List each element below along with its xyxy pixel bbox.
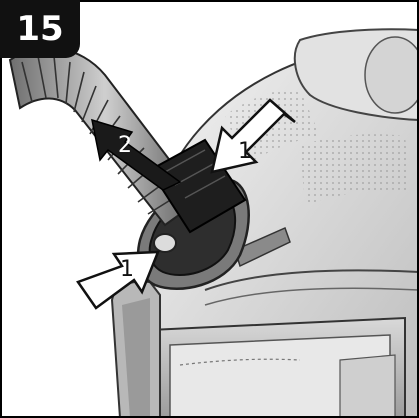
callout-release-button-bottom: 1	[120, 257, 134, 282]
step-number-badge: 15	[0, 0, 80, 58]
callout-release-button-top: 1	[238, 139, 252, 164]
callout-pull-direction: 2	[118, 133, 132, 158]
press-arrow-top	[210, 98, 296, 174]
dust-container	[149, 316, 406, 418]
press-arrow-bottom	[76, 250, 160, 310]
carry-handle	[110, 280, 161, 418]
pull-arrow	[91, 118, 182, 191]
